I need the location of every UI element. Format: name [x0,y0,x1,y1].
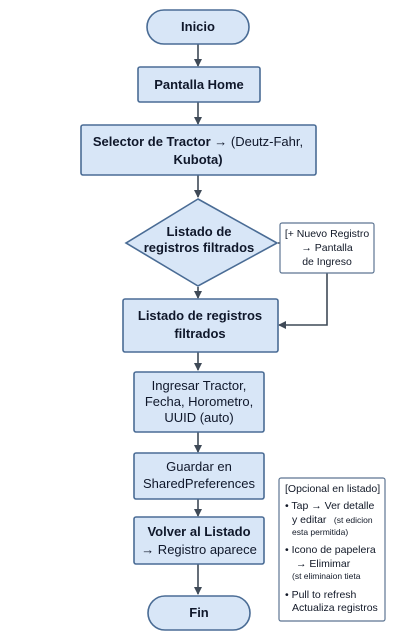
node-ingresar-tractor: Ingresar Tractor, Fecha, Horometro, UUID… [133,371,265,433]
note-opcional-shape [278,477,386,622]
node-inicio: Inicio [146,9,250,45]
node-selector-tractor-line1-rest: → (Deutz-Fahr, [214,134,303,149]
node-decision-shape [124,198,279,287]
node-listado-registros-shape [122,298,279,353]
node-volver-line1: Volver al Listado [147,524,250,539]
node-fin-label: Fin [189,605,209,620]
node-listado-registros-line1: Listado de registros [138,308,262,323]
note-nuevo-registro-line1: [+ Nuevo Registro [285,228,369,240]
node-pantalla-home: Pantalla Home [137,66,261,103]
note-opcional-item2-line1: • Icono de papelera [285,544,376,556]
node-listado-registros: Listado de registros filtrados [122,298,279,353]
node-inicio-label: Inicio [181,19,215,34]
node-inicio-shape [146,9,250,45]
note-opcional-item1-line1: • Tap → Ver detalle [285,500,374,512]
note-nuevo-registro-line3: de Ingreso [302,256,352,268]
note-nuevo-registro: [+ Nuevo Registro → Pantalla de Ingreso [279,222,375,274]
arrow-note-to-listado [278,273,328,329]
node-volver-line2: → Registro aparece [141,542,257,557]
node-fin-shape [147,595,251,631]
node-selector-tractor: Selector de Tractor → (Deutz-Fahr, Kubot… [80,124,317,176]
node-selector-tractor-line1-bold: Selector de Tractor [93,134,211,149]
node-pantalla-home-label: Pantalla Home [154,77,244,92]
node-selector-tractor-line1: Selector de Tractor → (Deutz-Fahr, [93,134,303,149]
node-selector-tractor-line2: Kubota) [173,152,222,167]
node-decision-line1: Listado de [166,224,231,239]
note-opcional-item1-line2: y editar (st edicion [292,510,373,527]
note-nuevo-registro-shape [279,222,375,274]
note-opcional-item2-line3: (st eliminaion tieta [292,571,361,581]
node-volver-listado: Volver al Listado → Registro aparece [133,516,265,565]
note-opcional-item2-line2: → Elimimar [296,558,351,570]
note-opcional-item1-line2-main: y editar [292,514,327,526]
note-opcional-title: [Opcional en listado] [285,483,380,495]
note-opcional-item1-line2-small: (st edicion [334,515,373,525]
note-opcional-listado: [Opcional en listado] • Tap → Ver detall… [278,477,386,622]
node-decision-line2: registros filtrados [144,240,255,255]
node-selector-tractor-shape [80,124,317,176]
node-ingresar-line1: Ingresar Tractor, [152,378,247,393]
node-decision-listado: Listado de registros filtrados [124,198,279,287]
node-guardar-line1: Guardar en [166,459,232,474]
note-opcional-item3-line1: • Pull to refresh [285,589,357,601]
node-guardar: Guardar en SharedPreferences [133,452,265,500]
node-guardar-shape [133,452,265,500]
node-ingresar-tractor-shape [133,371,265,433]
node-listado-registros-line2: filtrados [174,326,225,341]
node-fin: Fin [147,595,251,631]
node-ingresar-line3: UUID (auto) [164,410,233,425]
node-ingresar-line2: Fecha, Horometro, [145,394,253,409]
node-pantalla-home-shape [137,66,261,103]
note-opcional-item3-line2: Actualiza registros [292,602,378,614]
note-opcional-item1-line3: esta permitida) [292,527,348,537]
node-volver-listado-shape [133,516,265,565]
node-guardar-line2: SharedPreferences [143,476,256,491]
note-nuevo-registro-line2: → Pantalla [301,242,353,254]
